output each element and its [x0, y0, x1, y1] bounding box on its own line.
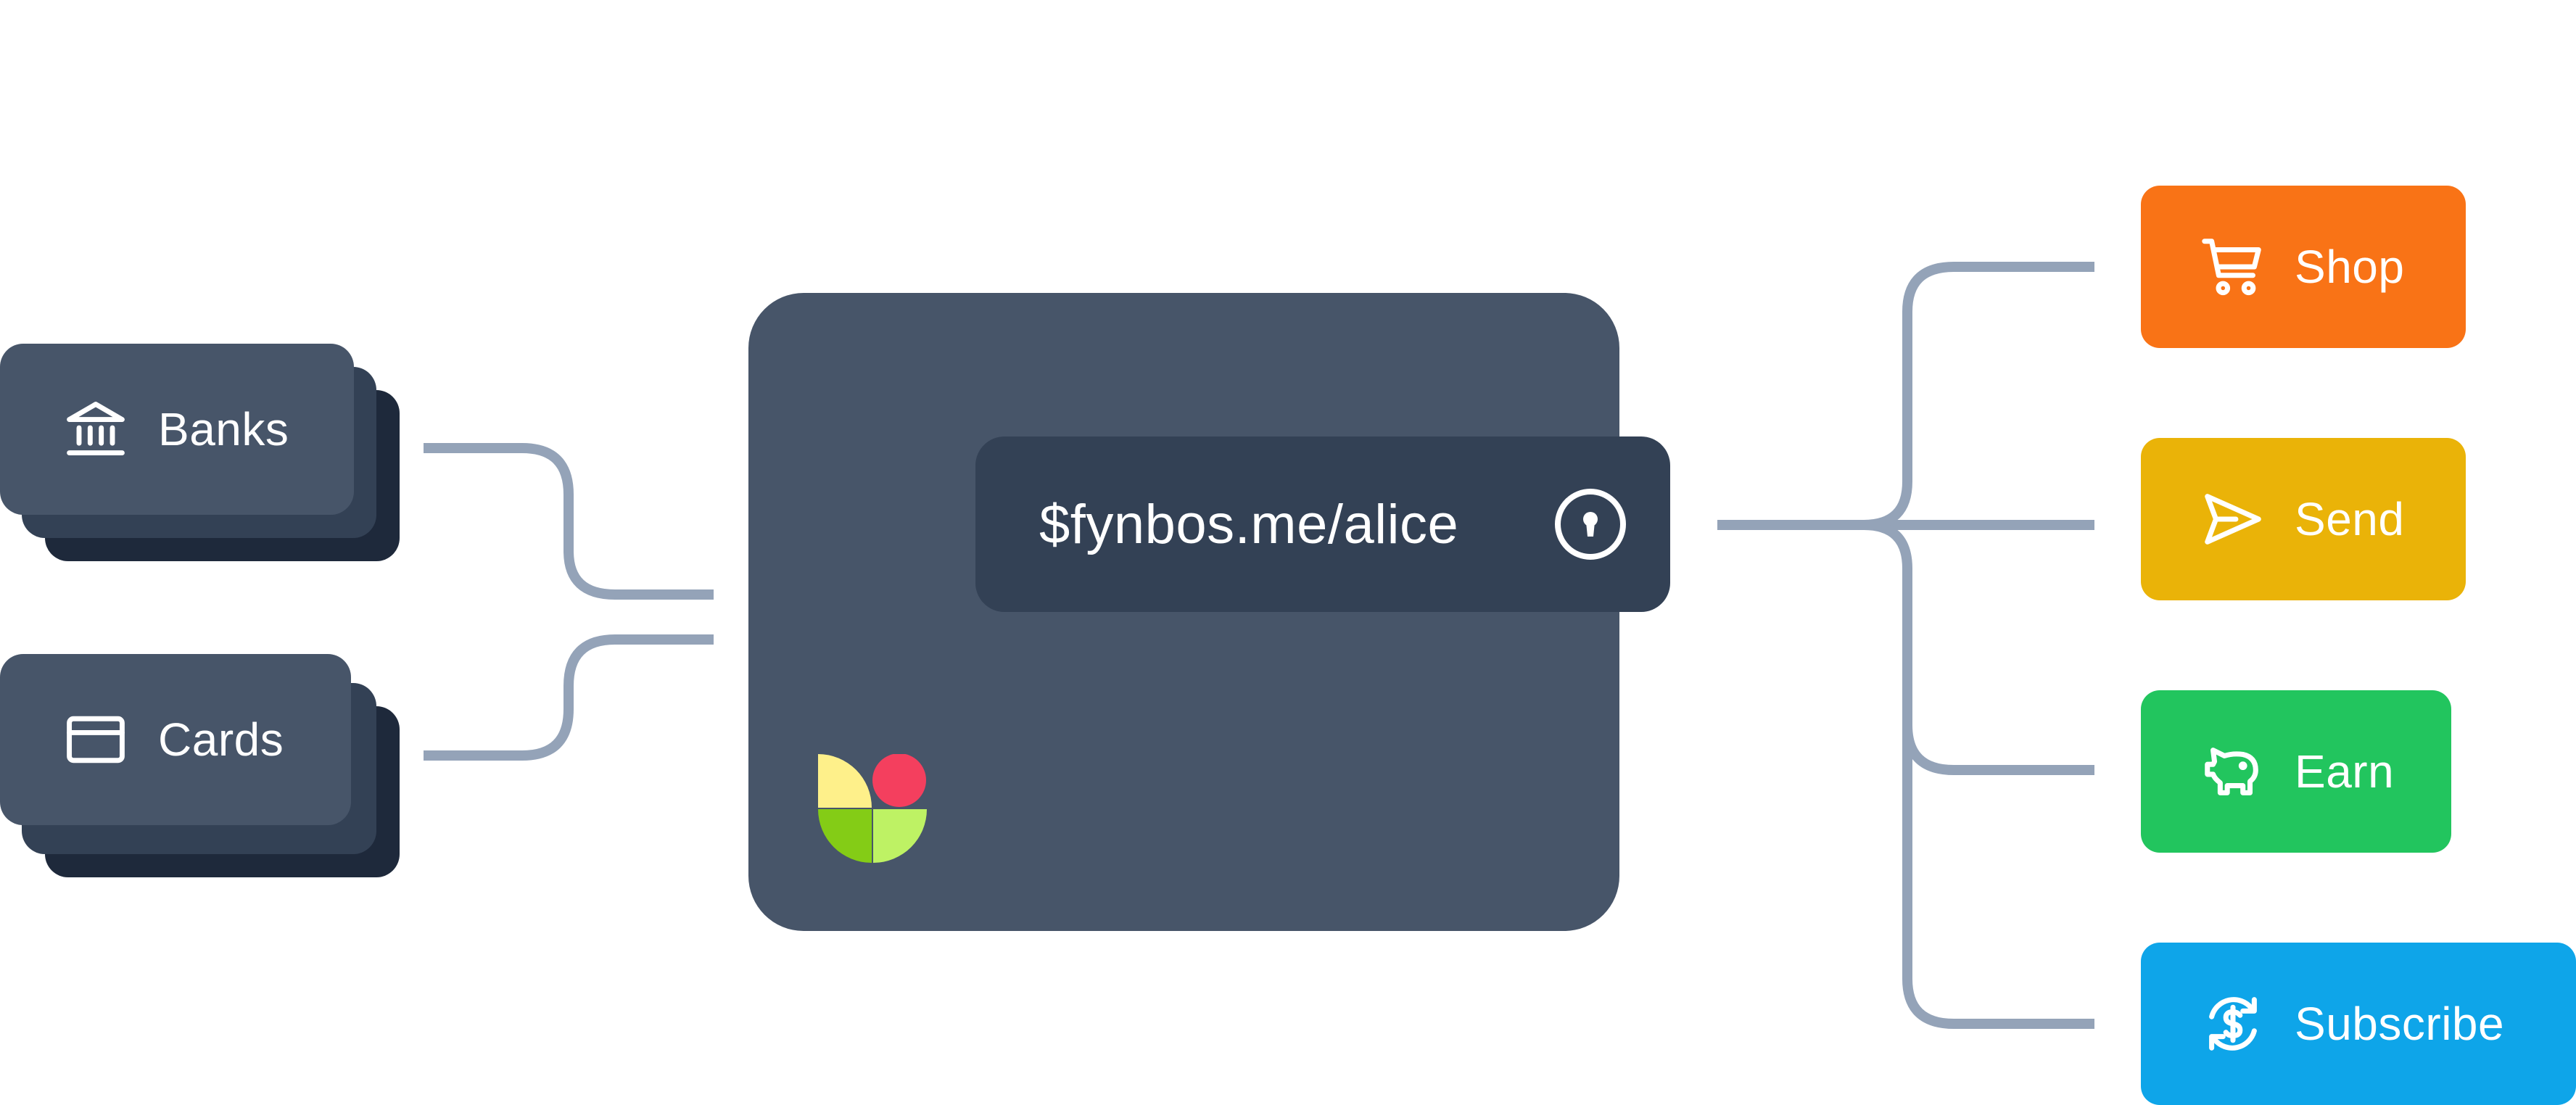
credit-card-icon [62, 706, 129, 773]
subscribe-button[interactable]: Subscribe [2141, 943, 2576, 1105]
cards-connector [424, 634, 714, 761]
wallet-address-bar[interactable]: $fynbos.me/alice [975, 436, 1670, 612]
subscribe-label: Subscribe [2295, 998, 2505, 1050]
send-icon [2199, 485, 2267, 553]
send-button[interactable]: Send [2141, 438, 2466, 600]
fynbos-logo-icon [818, 753, 927, 866]
cards-card[interactable]: Cards [0, 654, 351, 825]
shop-connector [1863, 262, 2094, 530]
shop-button[interactable]: Shop [2141, 186, 2466, 348]
banks-label: Banks [158, 403, 289, 455]
earn-label: Earn [2295, 745, 2395, 798]
earn-connector [1863, 520, 2094, 775]
bank-icon [62, 396, 129, 463]
cards-label: Cards [158, 713, 284, 766]
currency-refresh-icon [2199, 990, 2267, 1058]
send-label: Send [2295, 493, 2405, 545]
subscribe-connector [1902, 725, 2094, 1029]
piggy-bank-icon [2199, 737, 2267, 806]
wallet-address: $fynbos.me/alice [1039, 493, 1459, 555]
banks-connector [424, 443, 714, 600]
banks-card[interactable]: Banks [0, 344, 354, 515]
keyhole-lock-icon [1552, 486, 1629, 563]
earn-button[interactable]: Earn [2141, 690, 2451, 853]
shop-label: Shop [2295, 241, 2405, 293]
shopping-cart-icon [2199, 233, 2267, 301]
